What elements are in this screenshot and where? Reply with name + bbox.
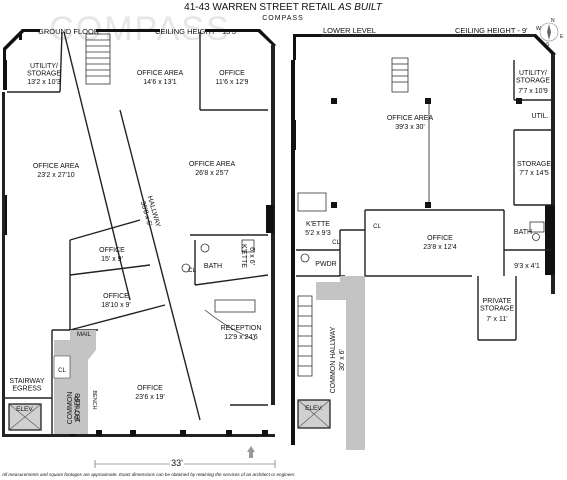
room-name: UTILITY/STORAGE bbox=[516, 70, 550, 85]
room-dimension: 23'6 x 19' bbox=[135, 394, 165, 401]
bench-text: BENCH bbox=[91, 390, 97, 409]
room-closet-9x4: 9'3 x 4'1 bbox=[514, 263, 540, 270]
room-name: K'ETTE bbox=[240, 244, 247, 268]
room-dimension: 18'7 x 6'9 bbox=[75, 393, 82, 423]
room-closet-bath: CL bbox=[188, 268, 196, 274]
room-name: OFFICE bbox=[99, 247, 125, 254]
room-utility-storage: UTILITY/STORAGE 13'2 x 10'3 bbox=[27, 63, 61, 86]
room-hallway: HALLWAY 36'8 x 5' bbox=[139, 195, 161, 228]
room-storage-lower: STORAGE 7'7 x 14'5 bbox=[517, 161, 551, 177]
room-util-lower: UTIL. bbox=[531, 113, 548, 120]
room-dimension: 7'7 x 14'5 bbox=[519, 170, 549, 177]
room-name: STORAGE bbox=[517, 161, 551, 168]
disclaimer: All measurements and square footages are… bbox=[1, 472, 296, 477]
room-dimension: 5'2 x 9'3 bbox=[305, 230, 331, 237]
room-dimension: 12'9 x 24'6 bbox=[224, 334, 258, 341]
compass-s: S bbox=[546, 42, 550, 48]
lower-level-label: LOWER LEVEL bbox=[323, 26, 376, 35]
room-dimension: 26'8 x 25'7 bbox=[195, 170, 229, 177]
room-name: OFFICE AREA bbox=[137, 70, 184, 77]
room-name: COMMONFOYER bbox=[67, 392, 82, 425]
room-office-bottom: OFFICE 23'6 x 19' bbox=[135, 385, 165, 401]
room-dimension: 14'6 x 13'1 bbox=[143, 79, 177, 86]
room-dimension: 30' x 6' bbox=[339, 349, 346, 371]
room-office-area-top: OFFICE AREA 14'6 x 13'1 bbox=[137, 70, 184, 86]
room-kette-lower: K'ETTE 5'2 x 9'3 bbox=[305, 221, 331, 237]
ground-floor-plan: GROUND FLOOR CEILING HEIGHT - 13'3" 33' … bbox=[2, 27, 276, 468]
room-dimension: 23'2 x 27'10 bbox=[37, 172, 74, 179]
compass-w: W bbox=[536, 26, 541, 32]
room-name: COMMON HALLWAY bbox=[330, 326, 337, 393]
room-closet-lower-office: CL bbox=[373, 224, 381, 230]
room-reception: RECEPTION 12'9 x 24'6 bbox=[221, 325, 262, 341]
room-office-lower: OFFICE 23'8 x 12'4 bbox=[423, 235, 457, 251]
room-bath-lower: BATH bbox=[514, 229, 532, 236]
compass-n: N bbox=[551, 18, 555, 24]
room-mail: MAIL bbox=[77, 332, 92, 338]
compass-rose: N E S W bbox=[536, 18, 564, 48]
room-office-18x9: OFFICE 18'10 x 9' bbox=[101, 293, 131, 309]
room-name: OFFICE bbox=[219, 70, 245, 77]
room-name: OFFICE AREA bbox=[387, 115, 434, 122]
room-office-15x9: OFFICE 15' x 9' bbox=[99, 247, 125, 263]
room-common-hallway: COMMON HALLWAY 30' x 6' bbox=[330, 326, 346, 393]
elevator-ground: ELEV. bbox=[16, 406, 34, 413]
ground-level-label: GROUND FLOOR bbox=[38, 27, 100, 36]
room-dimension: 18'10 x 9' bbox=[101, 302, 131, 309]
room-bath-ground: BATH bbox=[204, 263, 222, 270]
room-dimension: 6' x 6' bbox=[248, 247, 255, 265]
room-name: OFFICE bbox=[137, 385, 163, 392]
room-closet-lower-left: CL bbox=[332, 240, 340, 246]
room-dimension: 7'7 x 10'9 bbox=[518, 88, 548, 95]
room-dimension: 23'8 x 12'4 bbox=[423, 244, 457, 251]
room-name: UTILITY/STORAGE bbox=[27, 63, 61, 78]
ground-ceiling-label: CEILING HEIGHT - 13'3" bbox=[155, 27, 239, 36]
elevator-lower: ELEV. bbox=[305, 405, 323, 412]
room-dimension: 39'3 x 30' bbox=[395, 124, 425, 131]
room-name: BATH bbox=[204, 263, 222, 270]
room-office-area-left: OFFICE AREA 23'2 x 27'10 bbox=[33, 163, 80, 179]
room-office-top-right: OFFICE 11'6 x 12'9 bbox=[216, 70, 249, 86]
room-name: OFFICE AREA bbox=[189, 161, 236, 168]
width-dimension: 33' bbox=[171, 458, 183, 468]
room-dimension: 15' x 9' bbox=[101, 256, 123, 263]
room-closet-foyer: CL bbox=[58, 368, 66, 374]
room-common-foyer: COMMONFOYER 18'7 x 6'9 bbox=[67, 392, 82, 425]
room-name: OFFICE bbox=[427, 235, 453, 242]
lower-level-plan: LOWER LEVEL CEILING HEIGHT - 9' UTILITY/… bbox=[291, 26, 556, 450]
plan-title: 41-43 WARREN STREET RETAIL AS BUILT bbox=[184, 2, 383, 13]
lower-ceiling-label: CEILING HEIGHT - 9' bbox=[455, 26, 528, 35]
brand-label: COMPASS bbox=[262, 15, 304, 22]
room-office-area-lower: OFFICE AREA 39'3 x 30' bbox=[387, 115, 434, 131]
room-dimension: 7' x 11' bbox=[486, 316, 507, 323]
compass-e: E bbox=[560, 34, 564, 40]
room-name: RECEPTION bbox=[221, 325, 262, 332]
room-name: OFFICE bbox=[103, 293, 129, 300]
room-dimension: 13'2 x 10'3 bbox=[27, 79, 61, 86]
room-dimension: 11'6 x 12'9 bbox=[216, 79, 249, 86]
room-office-area-right: OFFICE AREA 26'8 x 25'7 bbox=[189, 161, 236, 177]
room-name: K'ETTE bbox=[306, 221, 330, 228]
room-pwdr: PWDR bbox=[315, 261, 336, 268]
room-name: OFFICE AREA bbox=[33, 163, 80, 170]
room-utility-storage-lower: UTILITY/STORAGE 7'7 x 10'9 bbox=[516, 70, 550, 95]
bench-label: BENCH bbox=[91, 390, 97, 409]
room-kette-ground: K'ETTE 6' x 6' bbox=[240, 244, 255, 268]
